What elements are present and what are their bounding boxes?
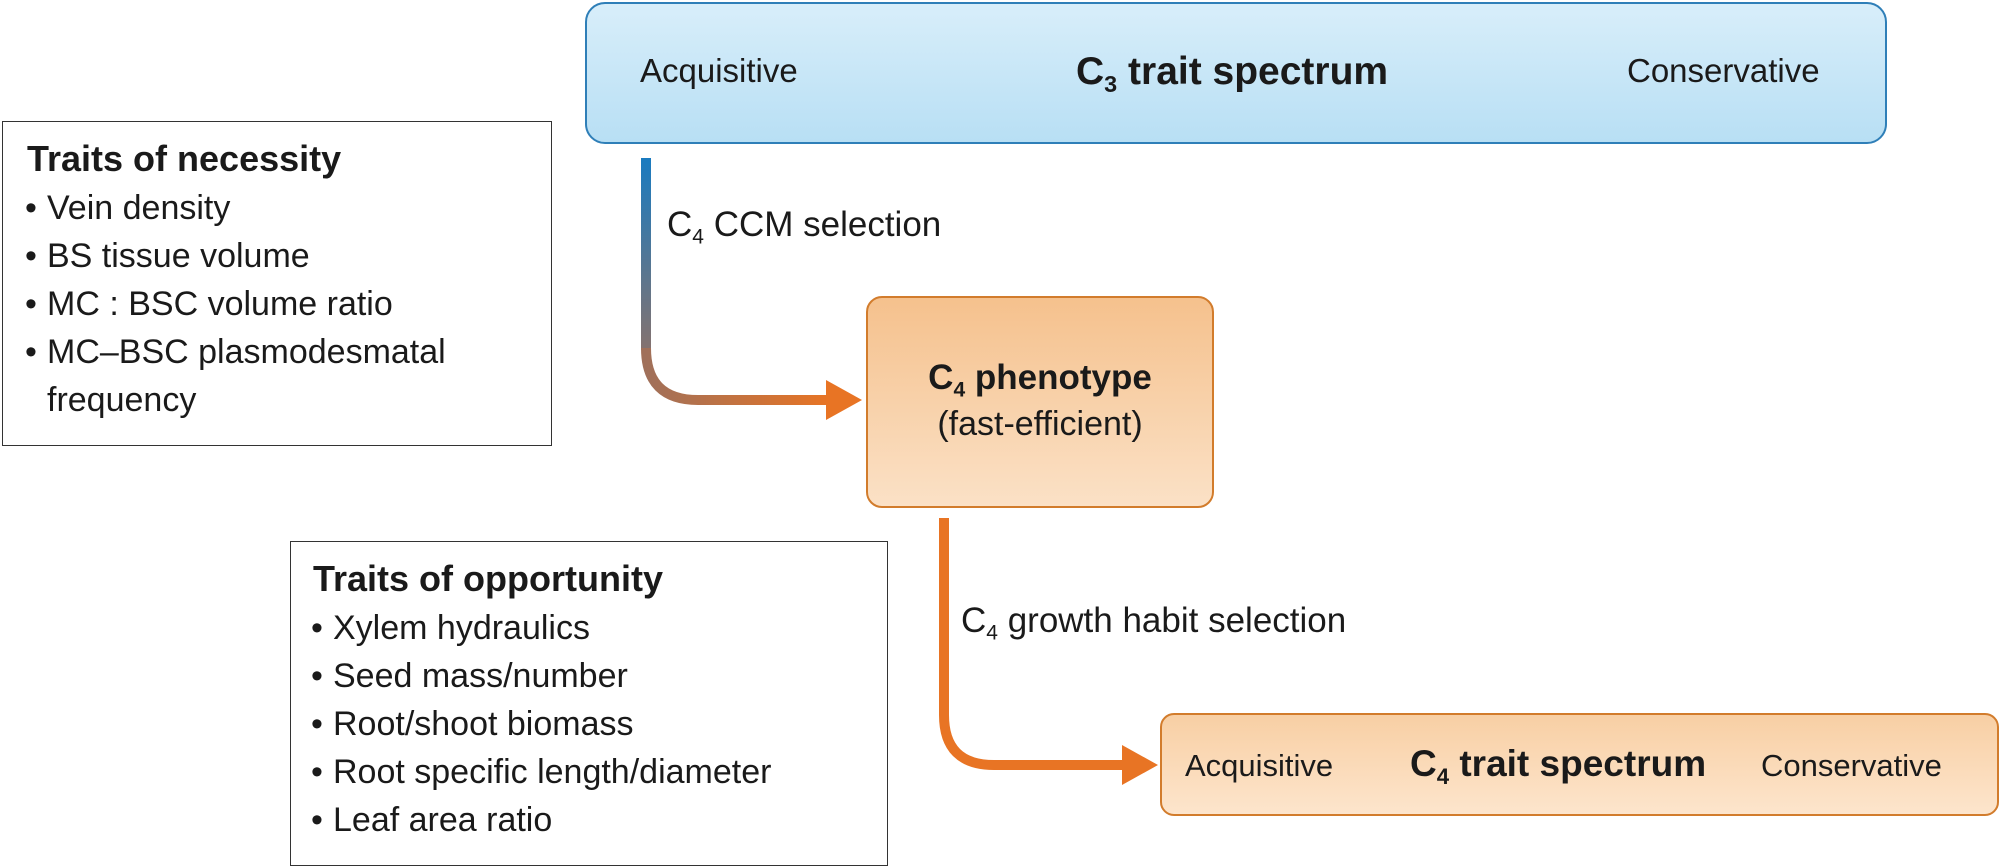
opportunity-item: Root specific length/diameter [311, 748, 881, 796]
c3-conservative-label: Conservative [1627, 52, 1820, 89]
c4-trait-spectrum-bar [1160, 713, 1999, 816]
c3-spectrum-title: C3 trait spectrum [1076, 50, 1389, 98]
c3-trait-spectrum-bar [585, 2, 1887, 144]
opportunity-list: Xylem hydraulics Seed mass/number Root/s… [311, 604, 881, 844]
growth-arrow-path [939, 518, 1125, 770]
necessity-item: MC : BSC volume ratio [25, 280, 535, 328]
ccm-arrow-curve [641, 347, 830, 405]
growth-arrow-head [1122, 745, 1158, 785]
opportunity-item: Root/shoot biomass [311, 700, 881, 748]
necessity-item: BS tissue volume [25, 232, 535, 280]
necessity-item: MC–BSC plasmodesmatal frequency [25, 328, 535, 424]
opportunity-item: Leaf area ratio [311, 796, 881, 844]
necessity-list: Vein density BS tissue volume MC : BSC v… [25, 184, 535, 424]
ccm-selection-label: C4 CCM selection [667, 205, 942, 249]
necessity-title: Traits of necessity [27, 138, 342, 179]
c4-acquisitive-label: Acquisitive [1185, 748, 1334, 783]
necessity-item: Vein density [25, 184, 535, 232]
traits-of-opportunity-box: Traits of opportunity Xylem hydraulics S… [290, 541, 888, 866]
opportunity-item: Xylem hydraulics [311, 604, 881, 652]
traits-of-necessity-box: Traits of necessity Vein density BS tiss… [2, 121, 552, 446]
c4-phenotype-subtitle: (fast-efficient) [937, 405, 1143, 443]
c4-phenotype-box [866, 296, 1214, 508]
growth-habit-selection-label: C4 growth habit selection [961, 601, 1347, 645]
opportunity-item: Seed mass/number [311, 652, 881, 700]
opportunity-title: Traits of opportunity [313, 558, 663, 599]
ccm-arrow-head [826, 380, 862, 420]
c4-spectrum-title: C4 trait spectrum [1410, 743, 1707, 789]
c3-acquisitive-label: Acquisitive [640, 52, 798, 89]
c4-conservative-label: Conservative [1761, 748, 1942, 783]
c4-phenotype-title: C4 phenotype [928, 358, 1152, 402]
